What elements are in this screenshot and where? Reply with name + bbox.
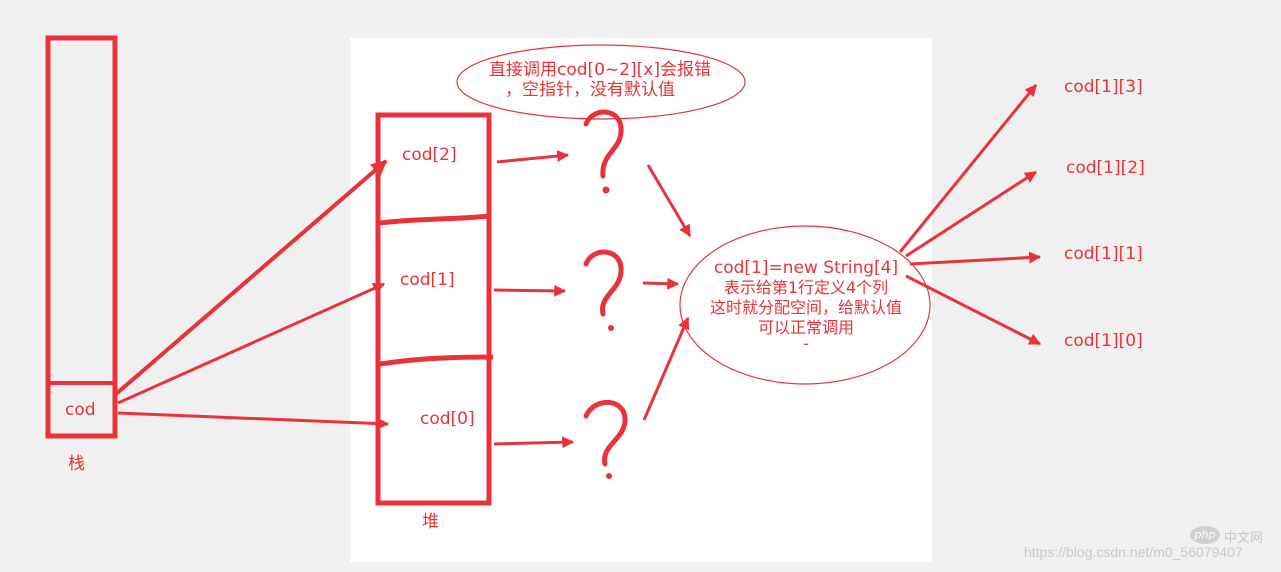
target-cod1-2: cod[1][2]	[1066, 158, 1145, 178]
arrow-to-cod1-1	[909, 251, 1042, 266]
stack-label: 栈	[68, 454, 85, 474]
top-note-ellipse	[456, 44, 746, 120]
top-note-line1: 直接调用cod[0~2][x]会报错	[488, 60, 711, 80]
php-logo: php	[1190, 526, 1220, 544]
arrow-q1-to-note	[646, 164, 692, 238]
target-cod1-0: cod[1][0]	[1064, 331, 1143, 351]
center-note: cod[1]=new String[4] 表示给第1行定义4个列 这时就分配空间…	[681, 258, 931, 353]
white-panel	[350, 38, 932, 562]
center-note-line4: 可以正常调用	[757, 318, 854, 337]
stack-box	[45, 35, 118, 439]
question-mark-2	[583, 249, 624, 331]
heap-label: 堆	[422, 512, 439, 532]
arrow-to-cod1-0	[905, 274, 1042, 346]
target-cod1-1: cod[1][1]	[1064, 244, 1143, 264]
php-logo-text: 中文网	[1224, 530, 1264, 545]
center-note-line3: 这时就分配空间，给默认值	[709, 298, 902, 317]
watermark-url: https://blog.csdn.net/m0_56079407	[1024, 544, 1243, 560]
heap-cell-2: cod[2]	[402, 145, 457, 165]
stack-cell-label: cod	[65, 400, 96, 420]
arrow-stack-to-cod1	[117, 282, 386, 405]
arrow-to-cod1-2	[905, 170, 1038, 258]
heap-cell-1: cod[1]	[400, 270, 455, 290]
arrow-cod1-to-q2	[493, 284, 567, 297]
arrow-q2-to-note	[642, 277, 680, 290]
center-note-line5: -	[803, 334, 809, 353]
center-note-ellipse	[679, 225, 931, 385]
heap-divider-top	[379, 213, 491, 226]
arrow-to-cod1-3	[898, 84, 1038, 253]
arrow-q3-to-note	[642, 316, 690, 421]
arrow-cod2-to-q1	[496, 150, 570, 164]
heap-divider-bottom	[379, 354, 494, 367]
heap-box	[375, 112, 492, 506]
arrow-stack-to-cod0	[117, 411, 390, 430]
center-note-line2: 表示给第1行定义4个列	[723, 278, 889, 297]
top-note-line2: ，空指针，没有默认值	[505, 80, 675, 100]
heap-cell-0: cod[0]	[420, 409, 475, 429]
arrow-cod0-to-q3	[493, 436, 575, 449]
top-note: 直接调用cod[0~2][x]会报错 ，空指针，没有默认值	[470, 60, 730, 100]
question-mark-1	[583, 109, 624, 194]
center-note-line1: cod[1]=new String[4]	[713, 258, 899, 278]
question-mark-3	[583, 399, 628, 479]
target-cod1-3: cod[1][3]	[1064, 77, 1143, 97]
arrow-stack-to-cod2	[114, 159, 388, 396]
